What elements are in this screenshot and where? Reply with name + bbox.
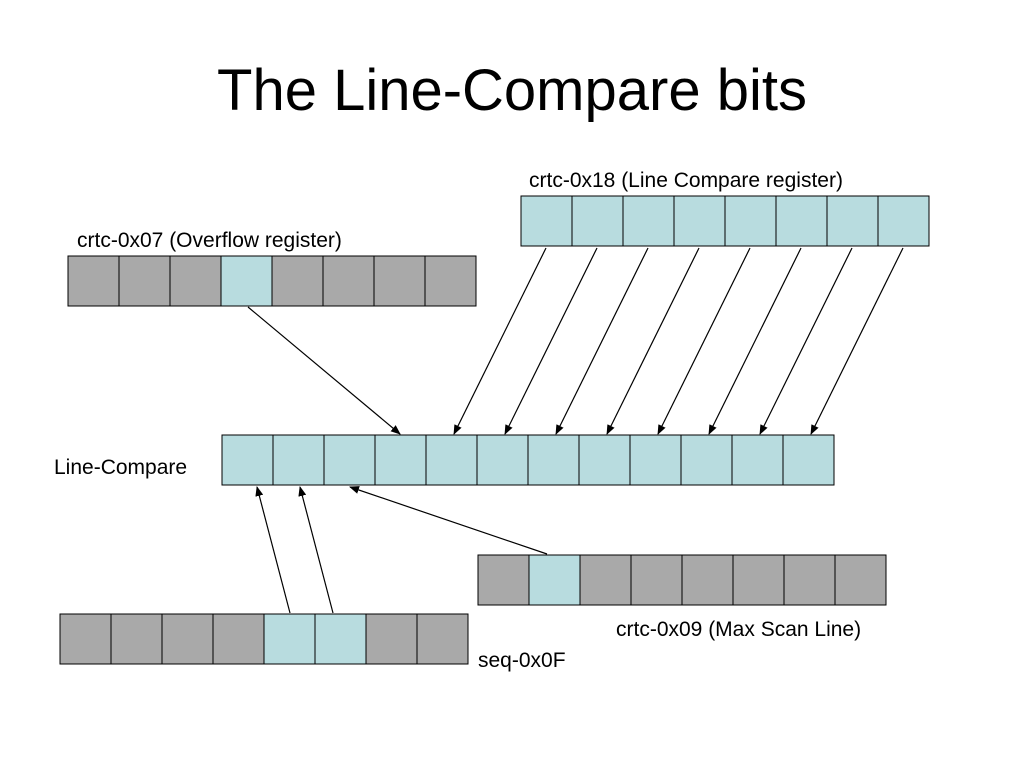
bit-arrow <box>298 486 334 614</box>
line-compare-reg-bit-cell <box>571 195 624 247</box>
bit-arrow <box>555 247 649 435</box>
line-compare-bit-cell <box>527 434 580 486</box>
line-compare-bit-cell <box>731 434 784 486</box>
overflow-bit-cell <box>373 255 426 307</box>
line-compare-bit-cell <box>680 434 733 486</box>
overflow-bit-cell <box>118 255 171 307</box>
max-scan-bit-cell <box>477 554 530 606</box>
line-compare-bit-cell <box>629 434 682 486</box>
line-compare-bit-cell <box>323 434 376 486</box>
bit-arrow <box>349 486 548 555</box>
line-compare-reg-bit-cell <box>775 195 828 247</box>
line-compare-reg-bit-cell <box>622 195 675 247</box>
seq-bit-cell <box>59 613 112 665</box>
overflow-bit-cell <box>220 255 273 307</box>
line-compare-reg-bit-cell <box>826 195 879 247</box>
arrows <box>247 247 904 614</box>
max-scan-bit-cell <box>783 554 836 606</box>
bit-arrow <box>247 306 401 435</box>
overflow-bit-cell <box>169 255 222 307</box>
max-scan-bit-cell <box>834 554 887 606</box>
line-compare-bit-cell <box>578 434 631 486</box>
bit-arrow <box>255 486 291 614</box>
crtc-0x07-label: crtc-0x07 (Overflow register) <box>77 229 342 252</box>
bit-arrow <box>810 247 904 435</box>
crtc-0x09-label: crtc-0x09 (Max Scan Line) <box>616 618 862 641</box>
bit-arrow <box>708 247 802 435</box>
slide-title: The Line-Compare bits <box>217 58 807 123</box>
max-scan-bit-cell <box>579 554 632 606</box>
bit-arrow <box>504 247 598 435</box>
overflow-bit-cell <box>271 255 324 307</box>
seq-0x0f-label: seq-0x0F <box>478 649 566 672</box>
line-compare-reg-bit-cell <box>724 195 777 247</box>
crtc-0x18-label: crtc-0x18 (Line Compare register) <box>529 169 843 192</box>
bit-arrow <box>606 247 700 435</box>
line-compare-reg-bit-cell <box>877 195 930 247</box>
line-compare-bit-cell <box>782 434 835 486</box>
bit-arrow <box>657 247 751 435</box>
line-compare-bit-cell <box>272 434 325 486</box>
line-compare-bit-cell <box>476 434 529 486</box>
overflow-bit-cell <box>67 255 120 307</box>
line-compare-bit-cell <box>221 434 274 486</box>
bit-arrow <box>759 247 853 435</box>
register-cells <box>59 195 930 665</box>
max-scan-bit-cell <box>681 554 734 606</box>
seq-bit-cell <box>314 613 367 665</box>
seq-bit-cell <box>212 613 265 665</box>
bit-arrow <box>453 247 547 435</box>
max-scan-bit-cell <box>630 554 683 606</box>
line-compare-label: Line-Compare <box>54 456 188 479</box>
overflow-bit-cell <box>424 255 477 307</box>
seq-bit-cell <box>263 613 316 665</box>
max-scan-bit-cell <box>528 554 581 606</box>
seq-bit-cell <box>365 613 418 665</box>
seq-bit-cell <box>161 613 214 665</box>
seq-bit-cell <box>110 613 163 665</box>
max-scan-bit-cell <box>732 554 785 606</box>
line-compare-bit-cell <box>425 434 478 486</box>
line-compare-reg-bit-cell <box>673 195 726 247</box>
seq-bit-cell <box>416 613 469 665</box>
line-compare-bit-cell <box>374 434 427 486</box>
overflow-bit-cell <box>322 255 375 307</box>
line-compare-reg-bit-cell <box>520 195 573 247</box>
